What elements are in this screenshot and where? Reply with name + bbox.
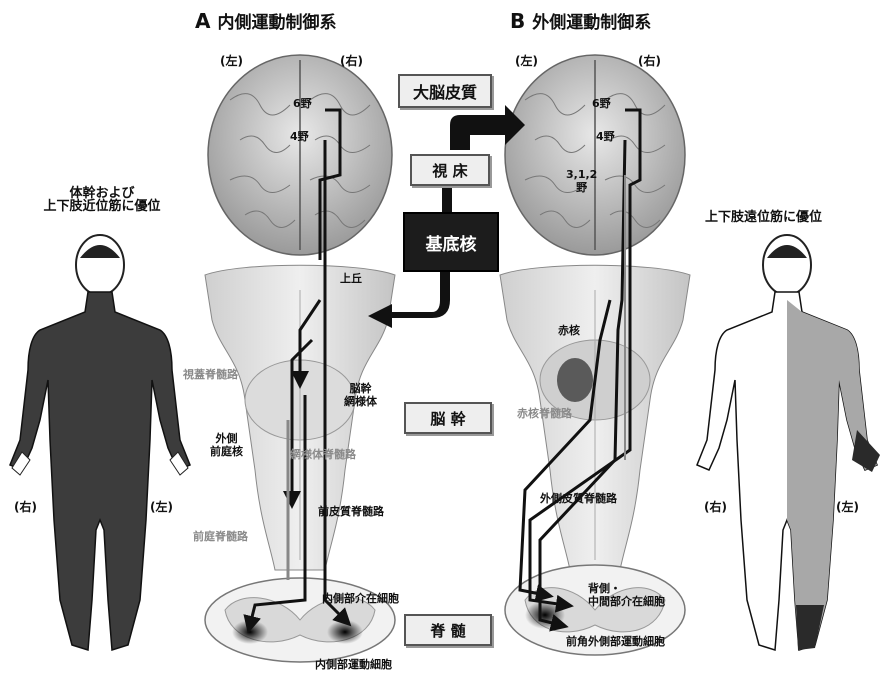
box-brainstem: 脳 幹 xyxy=(404,402,492,434)
area4-a-label: 4野 xyxy=(290,128,309,144)
panel-a-title: A 内側運動制御系 xyxy=(195,8,336,33)
box-cortex-label: 大脳皮質 xyxy=(413,79,477,103)
motor-neuron-a-label: 内側部運動細胞 xyxy=(315,656,392,672)
superior-colliculus-label: 上丘 xyxy=(340,270,362,286)
box-thalamus-label: 視 床 xyxy=(432,160,467,181)
brain-a-left-label: (左) xyxy=(220,52,243,69)
body-a-right-label: (右) xyxy=(14,498,37,515)
reticular-formation-label: 脳幹 網様体 xyxy=(344,382,377,408)
brainstem-a xyxy=(205,265,395,570)
box-brainstem-label: 脳 幹 xyxy=(430,408,465,429)
reticulospinal-label: 網様体脊髄路 xyxy=(290,446,356,462)
lat-corticospinal-label: 外側皮質脊髄路 xyxy=(540,490,617,506)
body-figure-b xyxy=(697,235,880,650)
interneuron-b-label: 背側・ 中間部介在細胞 xyxy=(588,582,665,608)
box-basal-ganglia-label: 基底核 xyxy=(426,230,477,255)
red-nucleus-label: 赤核 xyxy=(558,322,580,338)
interneuron-a-label: 内側部介在細胞 xyxy=(322,590,399,606)
motor-neuron-b-label: 前角外側部運動細胞 xyxy=(566,633,665,649)
box-cortex: 大脳皮質 xyxy=(398,74,492,108)
body-b-left-label: (左) xyxy=(836,498,859,515)
panel-b-letter: B xyxy=(510,9,525,33)
area6-b-label: 6野 xyxy=(592,95,611,111)
brain-a xyxy=(208,55,392,255)
box-spinal-cord: 脊 髄 xyxy=(404,614,492,646)
brain-a-right-label: (右) xyxy=(340,52,363,69)
panel-a-letter: A xyxy=(195,9,210,33)
area312-b-label: 3,1,2 野 xyxy=(566,168,597,194)
body-a-left-label: (左) xyxy=(150,498,173,515)
body-figure-a xyxy=(10,235,190,650)
box-thalamus: 視 床 xyxy=(410,154,490,186)
box-spinal-cord-label: 脊 髄 xyxy=(430,620,465,641)
tectospinal-label: 視蓋脊髄路 xyxy=(183,366,238,382)
brain-b-right-label: (右) xyxy=(638,52,661,69)
box-basal-ganglia: 基底核 xyxy=(403,212,499,272)
area6-a-label: 6野 xyxy=(293,95,312,111)
vestibular-nucleus-label: 外側 前庭核 xyxy=(210,432,243,458)
area4-b-label: 4野 xyxy=(596,128,615,144)
rubrospinal-label: 赤核脊髄路 xyxy=(517,405,572,421)
body-a-caption: 体幹および 上下肢近位筋に優位 xyxy=(12,187,192,213)
brain-b-left-label: (左) xyxy=(515,52,538,69)
panel-b-title: B 外側運動制御系 xyxy=(510,8,651,33)
vestibulospinal-label: 前庭脊髄路 xyxy=(193,528,248,544)
body-b-right-label: (右) xyxy=(704,498,727,515)
panel-a-title-text: 内側運動制御系 xyxy=(217,13,336,33)
panel-b-title-text: 外側運動制御系 xyxy=(532,13,651,33)
brain-b xyxy=(505,55,685,255)
body-b-caption: 上下肢遠位筋に優位 xyxy=(705,206,822,225)
ant-corticospinal-label: 前皮質脊髄路 xyxy=(318,503,384,519)
